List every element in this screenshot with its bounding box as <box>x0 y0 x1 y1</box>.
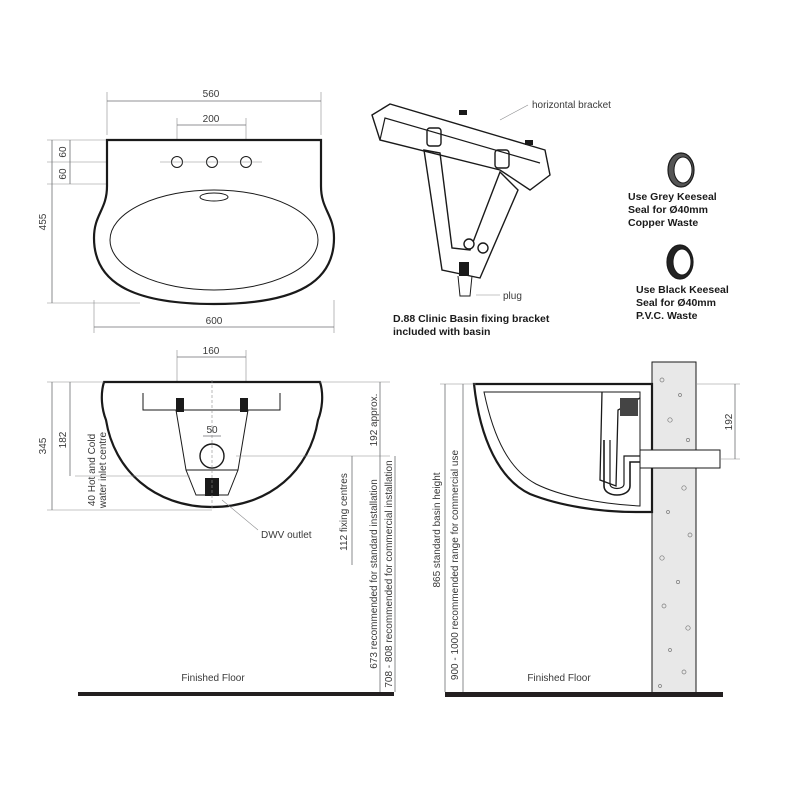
dim-112-fixing: 112 fixing centres <box>339 473 350 551</box>
inlet-label-1: 40 Hot and Cold <box>87 434 98 506</box>
dwv-outlet-label: DWV outlet <box>261 530 312 541</box>
front-view: 160 50 345 182 40 Hot and Cold water inl… <box>38 346 396 696</box>
overflow-slot <box>199 192 229 202</box>
dim-560: 560 <box>203 89 220 100</box>
dim-60-top: 60 <box>58 146 69 158</box>
bracket-caption-2: included with basin <box>393 326 490 338</box>
dim-900-1000: 900 - 1000 recommended range for commerc… <box>450 450 461 681</box>
keeseal-black: Use Black Keeseal Seal for Ø40mm P.V.C. … <box>636 244 729 322</box>
horizontal-bracket-shape <box>371 103 551 191</box>
grey-seal-line3: Copper Waste <box>628 217 698 229</box>
dim-708-commercial: 708 - 808 recommended for commercial ins… <box>384 460 395 687</box>
plug-icon <box>459 262 469 276</box>
bracket-caption-1: D.88 Clinic Basin fixing bracket <box>393 313 550 325</box>
dim-345: 345 <box>38 437 49 454</box>
dim-160: 160 <box>203 346 220 357</box>
basin-side-section <box>472 382 654 514</box>
dim-673-standard: 673 recommended for standard installatio… <box>369 479 380 669</box>
dim-50: 50 <box>206 425 218 436</box>
keeseal-grey: Use Grey Keeseal Seal for Ø40mm Copper W… <box>628 152 717 229</box>
waste-pipe <box>639 449 721 469</box>
dim-192-side: 192 <box>724 413 735 430</box>
dim-200: 200 <box>203 114 220 125</box>
grey-seal-line1: Use Grey Keeseal <box>628 191 717 203</box>
basin-bowl <box>109 189 319 291</box>
finished-floor-line <box>78 692 394 696</box>
dim-60-bottom: 60 <box>58 168 69 180</box>
side-view: 192 865 standard basin height 900 - 1000… <box>432 361 740 697</box>
black-seal-line1: Use Black Keeseal <box>636 284 729 296</box>
waste-trap <box>603 440 652 496</box>
inlet-label-2: water inlet centre <box>98 431 109 509</box>
plan-view: 560 200 60 60 455 600 <box>38 89 336 333</box>
dim-182: 182 <box>58 431 69 448</box>
black-seal-line2: Seal for Ø40mm <box>636 297 716 309</box>
front-floor-label: Finished Floor <box>181 673 245 684</box>
fixing-bracket: horizontal bracket plug D.88 Clinic Basi… <box>371 100 611 338</box>
dim-600: 600 <box>206 316 223 327</box>
side-floor-label: Finished Floor <box>527 673 591 684</box>
wall-section <box>651 361 697 697</box>
grey-seal-line2: Seal for Ø40mm <box>628 204 708 216</box>
dim-455: 455 <box>38 213 49 230</box>
basin-plan-outline <box>92 138 336 306</box>
bracket-support-arm <box>423 149 519 279</box>
black-seal-line3: P.V.C. Waste <box>636 310 698 322</box>
plug-label: plug <box>503 291 522 302</box>
side-finished-floor-line <box>445 692 723 697</box>
horizontal-bracket-label: horizontal bracket <box>532 100 611 111</box>
dim-865: 865 standard basin height <box>432 472 443 587</box>
dim-192-approx: 192 approx. <box>369 394 380 447</box>
side-bracket-block <box>620 398 638 416</box>
